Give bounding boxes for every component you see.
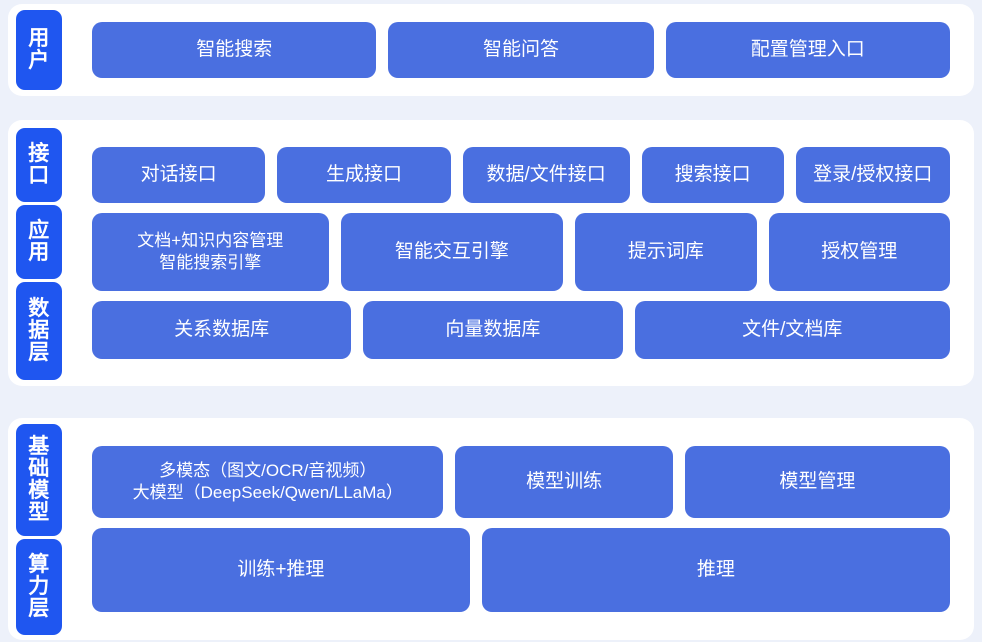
box-model-training[interactable]: 模型训练	[455, 446, 673, 518]
box-dialog-interface[interactable]: 对话接口	[92, 147, 266, 203]
box-inference[interactable]: 推理	[481, 528, 950, 612]
section-users: 智能搜索 智能问答 配置管理入口	[8, 4, 974, 96]
user-entries-row: 智能搜索 智能问答 配置管理入口	[92, 22, 950, 78]
box-multimodal-large-model[interactable]: 多模态（图文/OCR/音视频） 大模型（DeepSeek/Qwen/LLaMa）	[92, 446, 444, 518]
layer-tab-foundation-model: 基础模型	[16, 424, 62, 536]
layer-tab-application-label: 应用	[28, 218, 50, 264]
layer-tab-compute: 算力层	[16, 539, 62, 635]
application-row: 文档+知识内容管理 智能搜索引擎 智能交互引擎 提示词库 授权管理	[92, 213, 950, 291]
box-training-and-inference[interactable]: 训练+推理	[92, 528, 470, 612]
box-prompt-library[interactable]: 提示词库	[575, 213, 757, 291]
box-smart-interaction-engine[interactable]: 智能交互引擎	[340, 213, 564, 291]
section-middle: 对话接口 生成接口 数据/文件接口 搜索接口 登录/授权接口 文档+知识内容管理…	[8, 120, 974, 386]
section-bottom: 多模态（图文/OCR/音视频） 大模型（DeepSeek/Qwen/LLaMa）…	[8, 418, 974, 640]
box-vector-database[interactable]: 向量数据库	[363, 301, 623, 359]
box-authorization-management[interactable]: 授权管理	[768, 213, 950, 291]
box-config-management-entry[interactable]: 配置管理入口	[665, 22, 950, 78]
section-bottom-content: 多模态（图文/OCR/音视频） 大模型（DeepSeek/Qwen/LLaMa）…	[80, 418, 962, 640]
box-search-interface[interactable]: 搜索接口	[641, 147, 784, 203]
box-generation-interface[interactable]: 生成接口	[277, 147, 451, 203]
layer-tab-interface-label: 接口	[28, 141, 50, 187]
section-middle-content: 对话接口 生成接口 数据/文件接口 搜索接口 登录/授权接口 文档+知识内容管理…	[80, 120, 962, 386]
layer-tab-data-label: 数据层	[28, 296, 50, 365]
box-data-file-interface[interactable]: 数据/文件接口	[462, 147, 630, 203]
box-file-document-store[interactable]: 文件/文档库	[634, 301, 950, 359]
data-row: 关系数据库 向量数据库 文件/文档库	[92, 301, 950, 359]
box-doc-knowledge-management[interactable]: 文档+知识内容管理 智能搜索引擎	[92, 213, 329, 291]
layer-tab-compute-label: 算力层	[28, 552, 50, 621]
interface-row: 对话接口 生成接口 数据/文件接口 搜索接口 登录/授权接口	[92, 147, 950, 203]
layer-tab-data: 数据层	[16, 282, 62, 380]
box-smart-search[interactable]: 智能搜索	[92, 22, 377, 78]
layer-tab-user-label: 用户	[28, 26, 50, 72]
box-smart-qa[interactable]: 智能问答	[388, 22, 654, 78]
layer-tab-application: 应用	[16, 205, 62, 279]
model-row: 多模态（图文/OCR/音视频） 大模型（DeepSeek/Qwen/LLaMa）…	[92, 446, 950, 518]
layer-tab-interface: 接口	[16, 128, 62, 202]
box-model-management[interactable]: 模型管理	[684, 446, 950, 518]
section-users-content: 智能搜索 智能问答 配置管理入口	[80, 4, 962, 96]
compute-row: 训练+推理 推理	[92, 528, 950, 612]
box-relational-database[interactable]: 关系数据库	[92, 301, 352, 359]
layer-tab-foundation-model-label: 基础模型	[28, 434, 50, 525]
layer-tab-user: 用户	[16, 10, 62, 90]
box-login-auth-interface[interactable]: 登录/授权接口	[795, 147, 950, 203]
